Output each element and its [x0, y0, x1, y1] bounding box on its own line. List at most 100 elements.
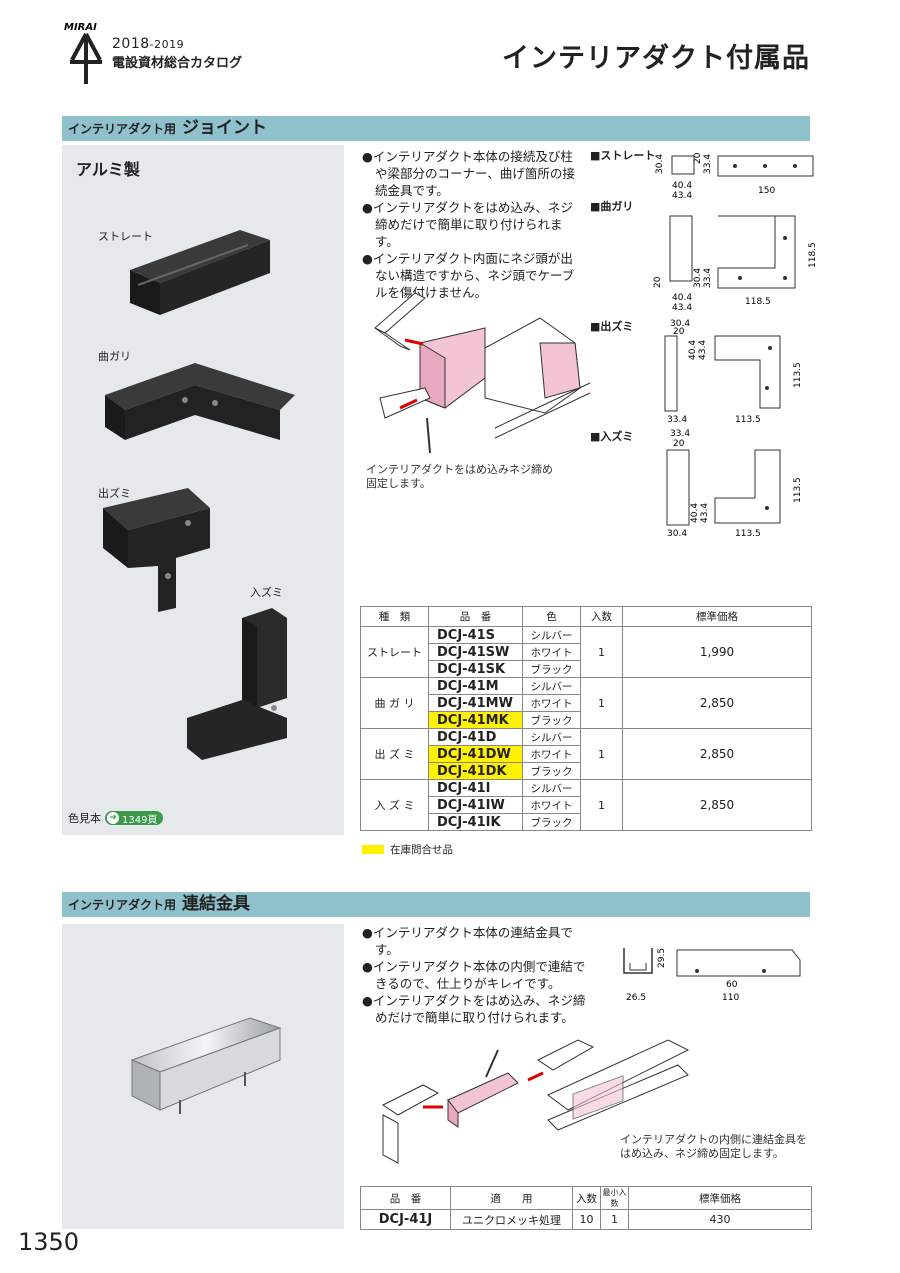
col-header: 種 類	[360, 606, 429, 627]
photo-outer	[103, 488, 210, 612]
feature-item: ●インテリアダクト内面にネジ頭が出ない構造ですから、ネジ頭でケーブルを傷付けませ…	[362, 251, 575, 300]
install-caption-connector: インテリアダクトの内側に連結金具を はめ込み、ネジ締め固定します。	[620, 1133, 807, 1160]
svg-text:20: 20	[673, 327, 685, 337]
photo-connector	[130, 1017, 282, 1114]
section-prefix: インテリアダクト用	[68, 898, 177, 912]
svg-text:33.4: 33.4	[703, 268, 713, 288]
application: ユニクロメッキ処理	[450, 1209, 573, 1230]
color-name: ホワイト	[522, 694, 581, 712]
svg-text:43.4: 43.4	[698, 340, 708, 360]
svg-text:40.4: 40.4	[672, 293, 692, 303]
svg-text:40.4: 40.4	[688, 340, 698, 360]
photo-label-bend: 曲ガリ	[98, 350, 131, 363]
svg-text:20: 20	[693, 152, 703, 164]
page-title: インテリアダクト付属品	[502, 43, 810, 74]
part-number: DCJ-41SK	[428, 660, 523, 678]
catalog-year: 2018-2019	[112, 36, 185, 52]
part-number: DCJ-41IK	[428, 813, 523, 831]
product-type: ストレート	[360, 626, 429, 678]
svg-text:20: 20	[653, 276, 663, 288]
col-header: 入数	[580, 606, 623, 627]
svg-text:20: 20	[673, 439, 685, 449]
svg-text:43.4: 43.4	[672, 191, 692, 201]
min-quantity: 1	[600, 1209, 629, 1230]
dim-label-outer: ■出ズミ	[590, 320, 634, 333]
catalog-name: 電設資材総合カタログ	[112, 56, 243, 71]
section-bar-connector: インテリアダクト用 連結金具	[62, 892, 810, 917]
col-header: 標準価格	[622, 606, 812, 627]
svg-text:60: 60	[726, 980, 738, 990]
dim-drawing-inner: 33.4 20 113.5 40.4 43.4 30.4 113.5	[666, 429, 803, 539]
svg-text:33.4: 33.4	[703, 154, 713, 174]
svg-text:30.4: 30.4	[667, 529, 687, 539]
svg-text:26.5: 26.5	[626, 993, 646, 1003]
svg-text:43.4: 43.4	[672, 303, 692, 313]
product-table-connector: 品 番 適 用 入数 最小入数 標準価格 DCJ-41J ユニクロメッキ処理 1…	[360, 1186, 812, 1230]
page-number: 1350	[18, 1228, 80, 1256]
col-header: 色	[522, 606, 581, 627]
quantity: 1	[580, 728, 623, 780]
section-prefix: インテリアダクト用	[68, 122, 177, 136]
col-header: 品 番	[428, 606, 523, 627]
photo-label-straight: ストレート	[98, 230, 153, 243]
price: 2,850	[622, 779, 812, 831]
color-name: ブラック	[522, 762, 581, 780]
part-number: DCJ-41J	[360, 1209, 451, 1230]
price: 1,990	[622, 626, 812, 678]
part-number: DCJ-41MW	[428, 694, 523, 712]
color-name: ブラック	[522, 660, 581, 678]
mirai-logo: MIRAI	[64, 22, 102, 84]
product-type: 出 ズ ミ	[360, 728, 429, 780]
svg-text:40.4: 40.4	[672, 181, 692, 191]
dim-label-straight: ■ストレート	[590, 149, 656, 162]
svg-text:113.5: 113.5	[793, 477, 803, 503]
svg-text:33.4: 33.4	[670, 429, 690, 439]
install-illustration-joint	[374, 292, 591, 454]
part-number: DCJ-41DW	[428, 745, 523, 763]
legend-stock-inquiry: 在庫問合せ品	[362, 842, 453, 857]
svg-text:30.4: 30.4	[670, 319, 690, 329]
product-type: 入 ズ ミ	[360, 779, 429, 831]
color-name: シルバー	[522, 677, 581, 695]
photo-label-outer: 出ズミ	[98, 487, 131, 500]
part-number: DCJ-41M	[428, 677, 523, 695]
color-name: ホワイト	[522, 643, 581, 661]
table-row: DCJ-41J ユニクロメッキ処理 10 1 430	[360, 1209, 812, 1230]
quantity: 1	[580, 677, 623, 729]
price: 2,850	[622, 677, 812, 729]
part-number: DCJ-41IW	[428, 796, 523, 814]
svg-text:118.5: 118.5	[808, 242, 818, 268]
section-title: 連結金具	[182, 894, 251, 914]
feature-list-connector: ●インテリアダクト本体の連結金具です。 ●インテリアダクト本体の内側で連結できる…	[362, 924, 587, 1026]
product-type: 曲 ガ リ	[360, 677, 429, 729]
color-name: シルバー	[522, 728, 581, 746]
part-number: DCJ-41I	[428, 779, 523, 797]
section-bar-joint: インテリアダクト用 ジョイント	[62, 116, 810, 141]
svg-text:110: 110	[722, 993, 739, 1003]
price: 430	[628, 1209, 812, 1230]
col-header: 標準価格	[628, 1186, 812, 1210]
part-number: DCJ-41MK	[428, 711, 523, 729]
quantity: 1	[580, 779, 623, 831]
quantity: 10	[572, 1209, 601, 1230]
color-book-label: 色見本	[68, 812, 101, 825]
color-book-link[interactable]: ➔1349頁	[105, 811, 164, 826]
color-name: ブラック	[522, 711, 581, 729]
dim-drawing-straight: 30.4 20 33.4 40.4 43.4 150	[655, 152, 814, 201]
svg-text:113.5: 113.5	[735, 529, 761, 539]
material-label: アルミ製	[76, 160, 140, 179]
photo-label-inner: 入ズミ	[250, 586, 283, 599]
feature-item: ●インテリアダクト本体の内側で連結できるので、仕上りがキレイです。	[362, 959, 586, 991]
col-header: 品 番	[360, 1186, 451, 1210]
svg-text:113.5: 113.5	[735, 415, 761, 425]
